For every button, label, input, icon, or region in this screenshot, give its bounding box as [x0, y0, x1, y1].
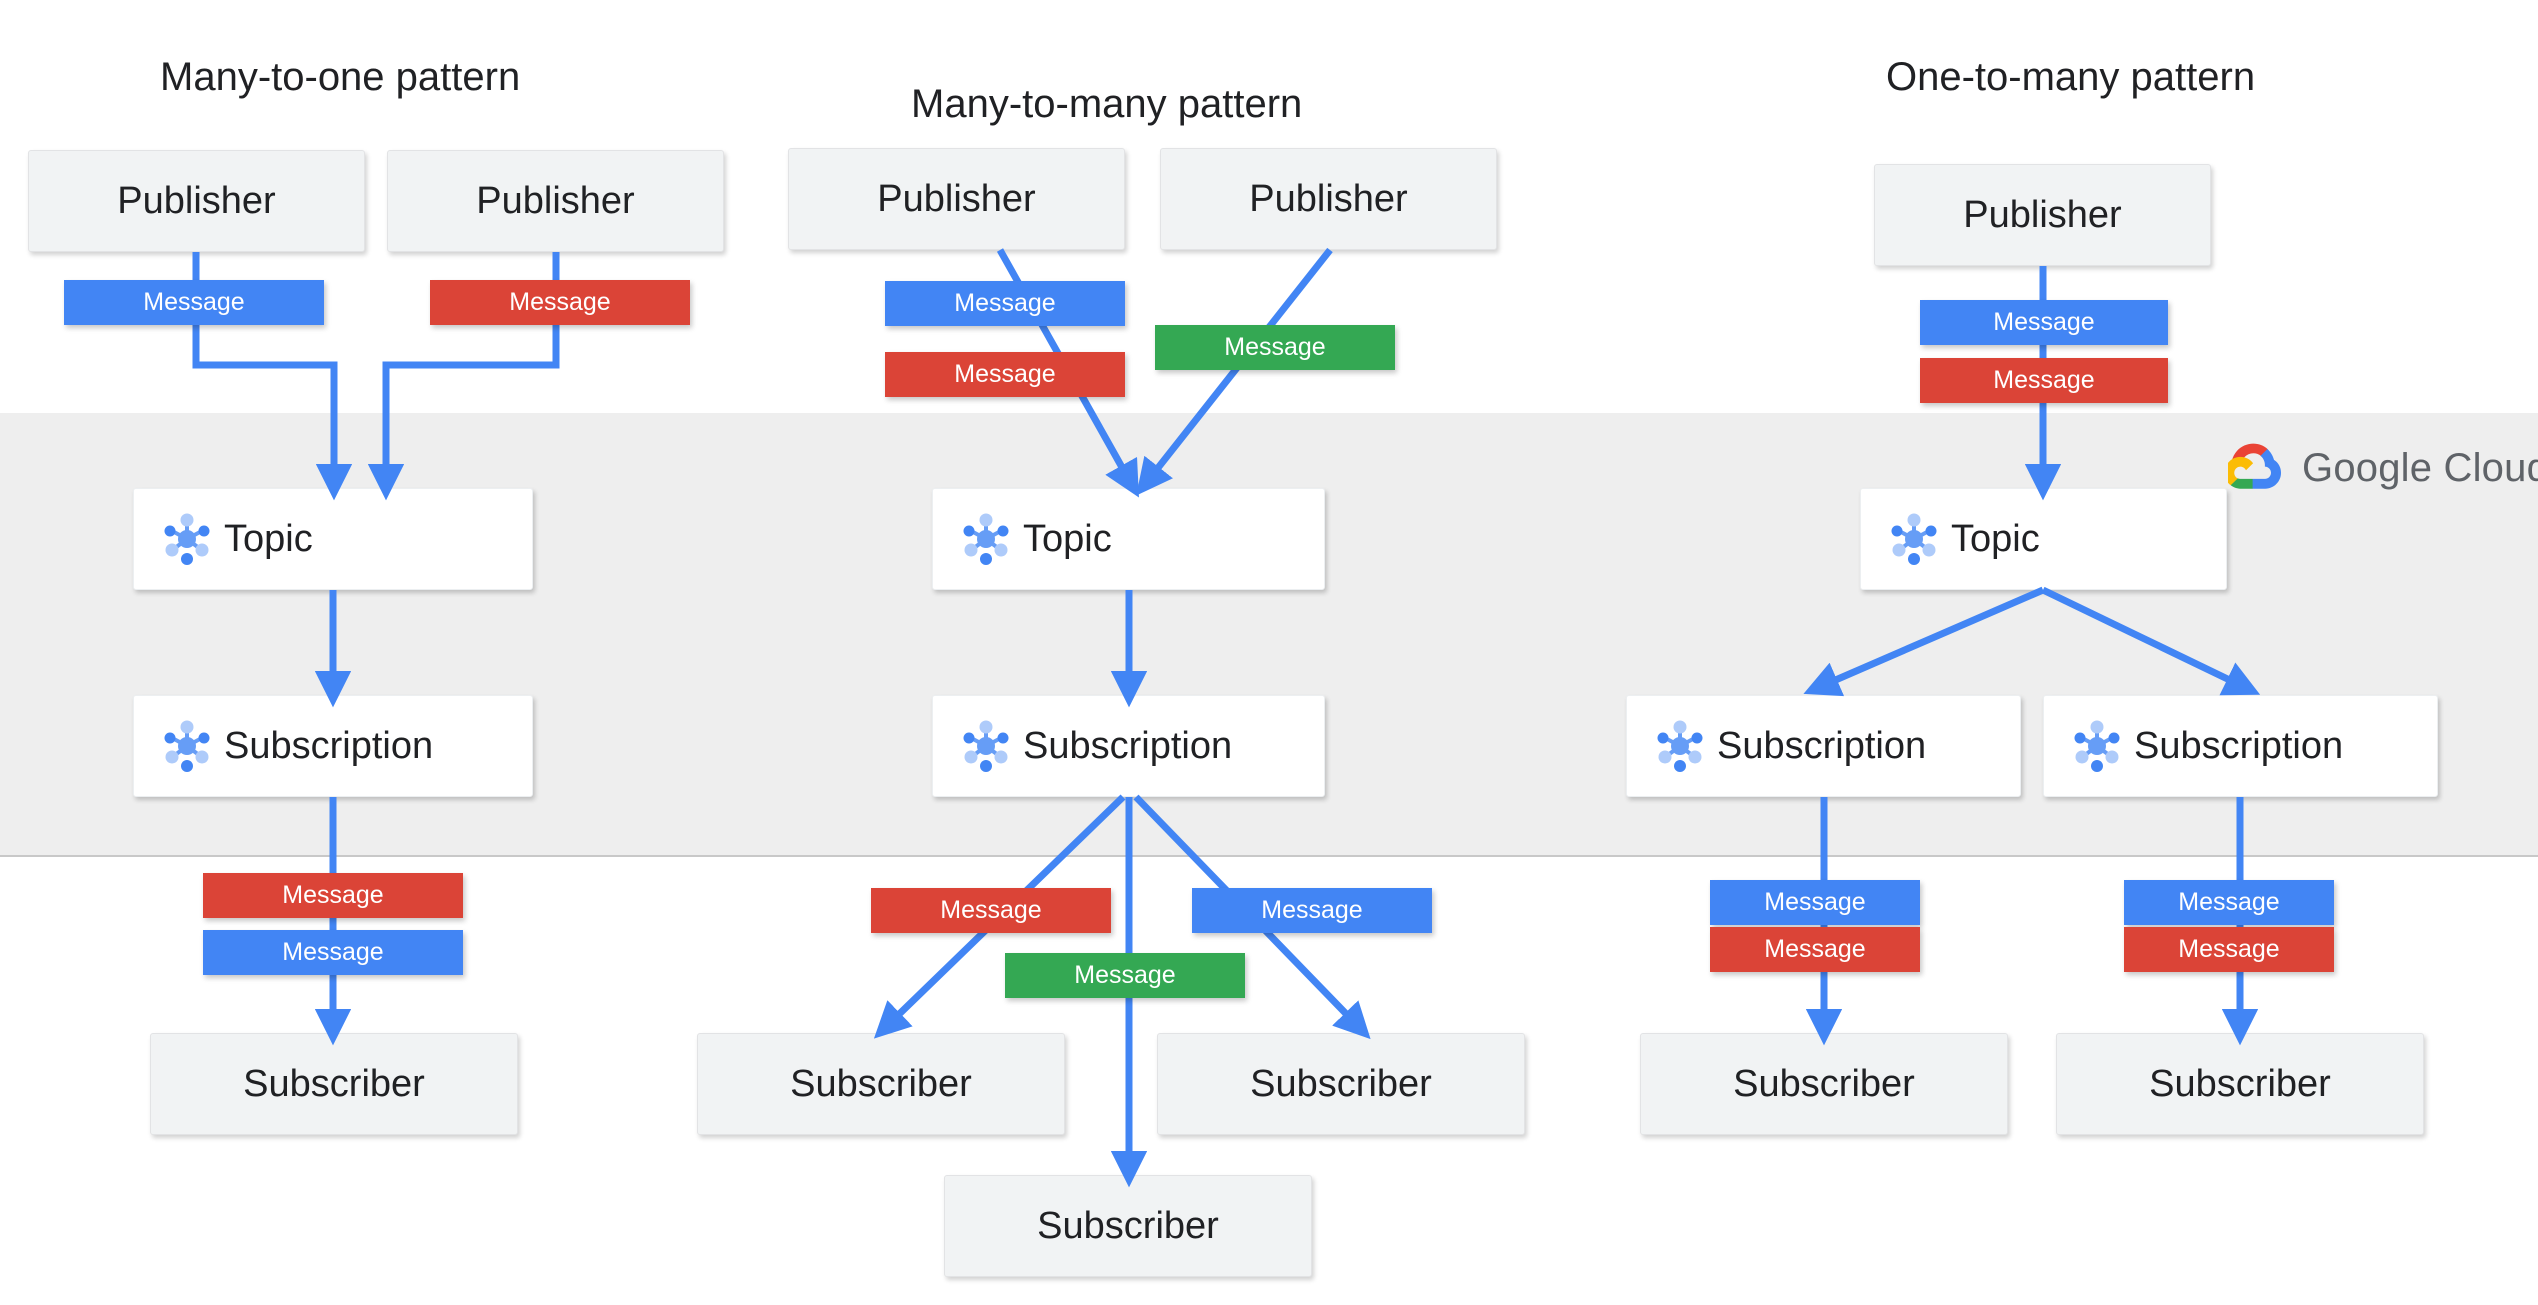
column-title-many-to-one: Many-to-one pattern: [160, 55, 521, 99]
many-to-one-message-badge-0: Message: [64, 280, 324, 325]
many-to-one-message-badge-3: Message: [203, 930, 463, 975]
column-title-one-to-many: One-to-many pattern: [1886, 55, 2256, 99]
pubsub-subscription-icon: [1649, 715, 1711, 777]
one-to-many-subscription-gcp-node-1[interactable]: Subscription: [2043, 695, 2438, 797]
pubsub-subscription-icon: [2066, 715, 2128, 777]
many-to-one-topic-gcp-node-0[interactable]: Topic: [133, 488, 533, 590]
node-label: Subscriber: [1733, 1062, 1915, 1105]
many-to-one-publisher-ext-node-0[interactable]: Publisher: [28, 150, 365, 252]
one-to-many-subscription-gcp-node-0[interactable]: Subscription: [1626, 695, 2021, 797]
node-label: Publisher: [877, 177, 1036, 220]
many-to-many-message-badge-5: Message: [1005, 953, 1245, 998]
node-label: Subscription: [1717, 724, 1927, 767]
many-to-one-message-badge-1: Message: [430, 280, 690, 325]
pubsub-topic-icon: [156, 508, 218, 570]
many-to-many-message-badge-0: Message: [885, 281, 1125, 326]
many-to-one-subscription-gcp-node-0[interactable]: Subscription: [133, 695, 533, 797]
node-label: Subscriber: [2149, 1062, 2331, 1105]
pubsub-subscription-icon: [955, 715, 1017, 777]
many-to-many-subscriber-ext-node-1[interactable]: Subscriber: [1157, 1033, 1525, 1135]
many-to-many-subscriber-ext-node-2[interactable]: Subscriber: [944, 1175, 1312, 1277]
google-cloud-label: Google Cloud: [2302, 446, 2538, 490]
many-to-many-message-badge-1: Message: [885, 352, 1125, 397]
one-to-many-publisher-ext-node-0[interactable]: Publisher: [1874, 164, 2211, 266]
pubsub-topic-icon: [1883, 508, 1945, 570]
many-to-many-publisher-ext-node-0[interactable]: Publisher: [788, 148, 1125, 250]
one-to-many-message-badge-1: Message: [1920, 358, 2168, 403]
one-to-many-message-badge-2: Message: [1710, 880, 1920, 925]
pubsub-topic-icon: [955, 508, 1017, 570]
node-label: Subscriber: [243, 1062, 425, 1105]
node-label: Subscriber: [1037, 1204, 1219, 1247]
many-to-many-message-badge-4: Message: [1192, 888, 1432, 933]
node-label: Subscription: [2134, 724, 2344, 767]
google-cloud-logo-icon: [2224, 443, 2284, 494]
many-to-many-publisher-ext-node-1[interactable]: Publisher: [1160, 148, 1497, 250]
node-label: Topic: [1023, 517, 1112, 560]
node-label: Subscription: [1023, 724, 1233, 767]
one-to-many-subscriber-ext-node-1[interactable]: Subscriber: [2056, 1033, 2424, 1135]
one-to-many-message-badge-0: Message: [1920, 300, 2168, 345]
many-to-one-publisher-ext-node-1[interactable]: Publisher: [387, 150, 724, 252]
many-to-many-topic-gcp-node-0[interactable]: Topic: [932, 488, 1325, 590]
node-label: Topic: [1951, 517, 2040, 560]
node-label: Topic: [224, 517, 313, 560]
node-label: Subscriber: [790, 1062, 972, 1105]
many-to-many-subscription-gcp-node-0[interactable]: Subscription: [932, 695, 1325, 797]
many-to-many-subscriber-ext-node-0[interactable]: Subscriber: [697, 1033, 1065, 1135]
node-label: Publisher: [1963, 193, 2122, 236]
node-label: Subscription: [224, 724, 434, 767]
pubsub-subscription-icon: [156, 715, 218, 777]
many-to-one-message-badge-2: Message: [203, 873, 463, 918]
google-cloud-logo: Google Cloud: [2224, 443, 2538, 494]
one-to-many-message-badge-3: Message: [1710, 927, 1920, 972]
one-to-many-message-badge-4: Message: [2124, 880, 2334, 925]
one-to-many-subscriber-ext-node-0[interactable]: Subscriber: [1640, 1033, 2008, 1135]
one-to-many-message-badge-5: Message: [2124, 927, 2334, 972]
many-to-many-message-badge-3: Message: [871, 888, 1111, 933]
many-to-one-subscriber-ext-node-0[interactable]: Subscriber: [150, 1033, 518, 1135]
many-to-many-message-badge-2: Message: [1155, 325, 1395, 370]
column-title-many-to-many: Many-to-many pattern: [911, 82, 1303, 126]
node-label: Publisher: [476, 179, 635, 222]
node-label: Publisher: [117, 179, 276, 222]
one-to-many-topic-gcp-node-0[interactable]: Topic: [1860, 488, 2227, 590]
node-label: Subscriber: [1250, 1062, 1432, 1105]
node-label: Publisher: [1249, 177, 1408, 220]
